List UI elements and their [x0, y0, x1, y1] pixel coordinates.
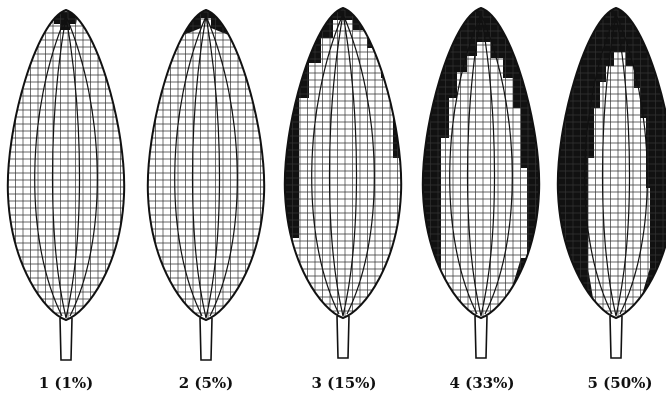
leaf-2	[143, 8, 269, 360]
leaf-3	[280, 6, 406, 358]
leaf-4	[418, 6, 544, 358]
leaf-stem	[200, 318, 212, 360]
leaf-label-4: 4 (33%)	[422, 374, 542, 392]
leaf-label-2: 2 (5%)	[146, 374, 266, 392]
leaf-label-1: 1 (1%)	[6, 374, 126, 392]
leaf-label-3: 3 (15%)	[284, 374, 404, 392]
leaf-1	[3, 8, 129, 360]
leaf-label-5: 5 (50%)	[560, 374, 666, 392]
leaf-stem	[475, 316, 487, 358]
leaf-5	[553, 6, 666, 358]
leaf-stem	[60, 318, 72, 360]
leaf-stem	[337, 316, 349, 358]
leaf-stem	[610, 316, 622, 358]
